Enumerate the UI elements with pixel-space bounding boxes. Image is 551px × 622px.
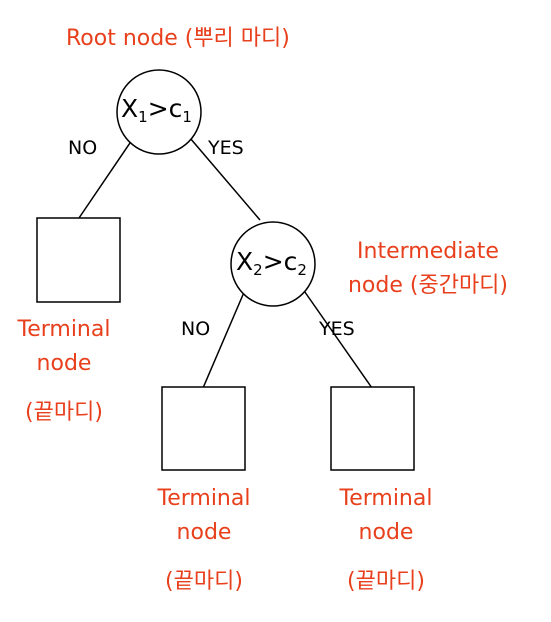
intermediate-node-circle [230, 221, 316, 307]
terminal-label-3: Terminal node (끝마디) [322, 482, 450, 599]
terminal-2-line2: node [176, 520, 232, 545]
root-condition: X1>c1 [121, 94, 192, 126]
inter-cond-op: > [262, 247, 284, 276]
terminal-2-line3: (끝마디) [165, 569, 243, 594]
terminal-1-line1: Terminal [17, 317, 111, 342]
root-cond-op: > [147, 94, 169, 123]
root-cond-var-sub: 1 [138, 108, 148, 126]
inter-cond-const: c [283, 247, 298, 276]
edge-inter-no [202, 289, 246, 389]
edge-root-no [78, 139, 133, 219]
terminal-2-line1: Terminal [157, 486, 251, 511]
terminal-3-line1: Terminal [339, 486, 433, 511]
root-node-label: Root node (뿌리 마디) [66, 26, 290, 51]
edge-label-root-no: NO [68, 137, 98, 159]
terminal-box-3 [330, 386, 415, 471]
terminal-box-2 [161, 386, 246, 471]
intermediate-node-label: Intermediate node (중간마디) [318, 235, 538, 303]
root-cond-const-sub: 1 [182, 108, 192, 126]
terminal-label-2: Terminal node (끝마디) [140, 482, 268, 599]
terminal-3-line2: node [358, 520, 414, 545]
intermediate-condition: X2>c2 [236, 247, 307, 279]
root-node-circle [116, 69, 202, 155]
terminal-1-line2: node [36, 351, 92, 376]
terminal-3-line3: (끝마디) [347, 569, 425, 594]
edge-label-inter-no: NO [181, 318, 211, 340]
inter-cond-var: X [236, 247, 254, 276]
inter-cond-const-sub: 2 [297, 261, 307, 279]
terminal-label-1: Terminal node (끝마디) [0, 313, 128, 430]
edge-inter-yes [299, 284, 373, 389]
inter-cond-var-sub: 2 [253, 261, 263, 279]
edge-label-inter-yes: YES [319, 318, 355, 340]
edge-root-yes [189, 137, 261, 221]
intermediate-label-line1: Intermediate [357, 239, 499, 264]
intermediate-label-line2: node (중간마디) [347, 273, 509, 298]
root-cond-var: X [121, 94, 139, 123]
terminal-1-line3: (끝마디) [25, 400, 103, 425]
terminal-box-1 [36, 217, 121, 303]
edge-label-root-yes: YES [208, 137, 244, 159]
root-cond-const: c [168, 94, 183, 123]
